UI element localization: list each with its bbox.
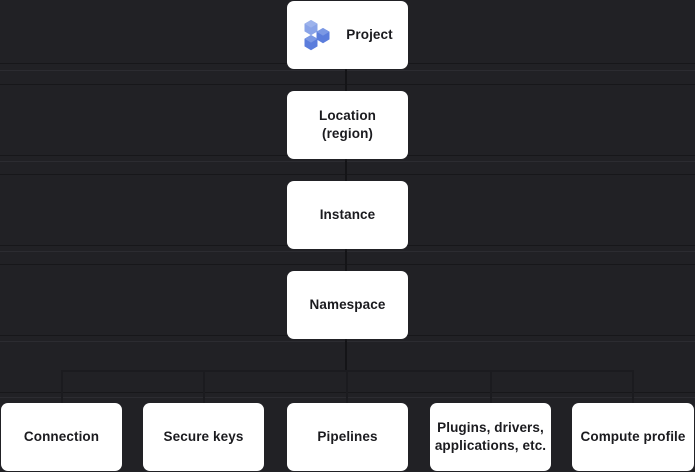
connector-branch-connection <box>61 370 63 403</box>
node-pipelines[interactable]: Pipelines <box>287 403 408 471</box>
connector-location-instance <box>345 159 347 181</box>
connector-instance-namespace <box>345 249 347 271</box>
node-label-connection: Connection <box>23 429 100 445</box>
connector-branch-bus <box>61 370 633 372</box>
node-compute-profile[interactable]: Compute profile <box>572 403 694 471</box>
connector-branch-plugins <box>490 370 492 403</box>
background-band-line <box>0 70 695 71</box>
node-label-pipelines: Pipelines <box>317 429 378 445</box>
node-namespace[interactable]: Namespace <box>287 271 408 339</box>
background-band-line <box>0 161 695 162</box>
node-label-secure-keys: Secure keys <box>163 429 244 445</box>
background-band-line <box>0 251 695 252</box>
connector-branch-compute-profile <box>632 370 634 403</box>
node-label-namespace: Namespace <box>309 297 386 313</box>
connector-branch-pipelines <box>346 370 348 403</box>
node-label-instance: Instance <box>319 207 376 223</box>
node-instance[interactable]: Instance <box>287 181 408 249</box>
node-plugins[interactable]: Plugins, drivers, applications, etc. <box>430 403 551 471</box>
background-band-line <box>0 341 695 342</box>
connector-project-location <box>345 69 347 91</box>
hexagons-icon <box>304 20 330 51</box>
node-connection[interactable]: Connection <box>1 403 122 471</box>
node-label-project: Project <box>346 27 393 43</box>
node-project[interactable]: Project <box>287 1 408 69</box>
background-band-line <box>0 84 695 85</box>
node-label-plugins: Plugins, drivers, applications, etc. <box>434 420 547 453</box>
background-band-line <box>0 174 695 175</box>
connector-branch-secure-keys <box>203 370 205 403</box>
node-secure-keys[interactable]: Secure keys <box>143 403 264 471</box>
node-location[interactable]: Location (region) <box>287 91 408 159</box>
background-band-line <box>0 397 695 398</box>
background-band-line <box>0 392 695 393</box>
node-label-compute-profile: Compute profile <box>580 429 686 445</box>
background-band-line <box>0 264 695 265</box>
node-label-location: Location (region) <box>318 108 377 141</box>
connector-namespace-trunk <box>345 339 347 371</box>
